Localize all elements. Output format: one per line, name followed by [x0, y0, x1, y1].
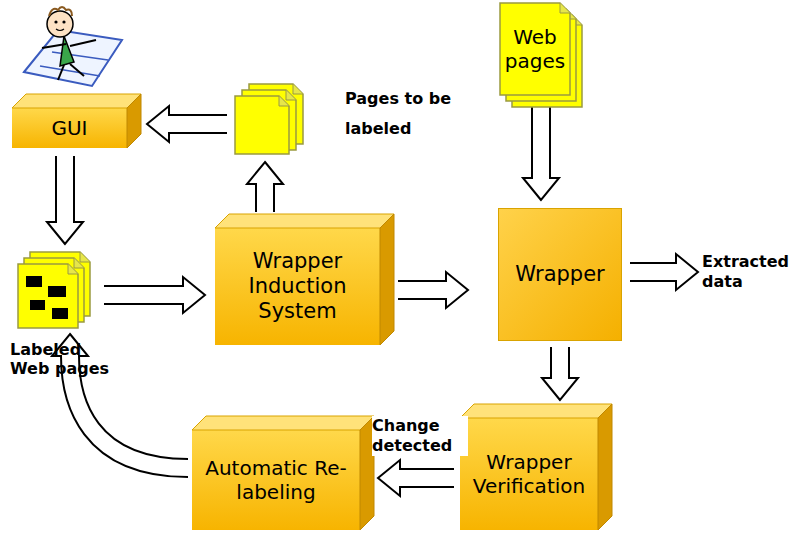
block-arrow [378, 460, 454, 496]
arrow-shaft [257, 181, 273, 212]
eye [62, 20, 65, 23]
page-fold [80, 252, 90, 262]
arrow-shaft [57, 156, 73, 225]
arrow-head [523, 178, 559, 200]
label-mark [48, 286, 66, 297]
block-arrow [398, 272, 468, 308]
arrow-shaft [533, 99, 549, 181]
arrow-head [446, 272, 468, 308]
arrow-head [378, 460, 400, 496]
labeled-page-stack-icon [18, 252, 92, 330]
box-top-face [192, 416, 374, 430]
page-sheet [500, 3, 570, 95]
block-arrow [542, 347, 578, 400]
process-box: Automatic Re-labeling [192, 430, 360, 530]
arrow-head [247, 162, 283, 184]
page-sheet [18, 264, 78, 328]
sheet [24, 30, 122, 86]
output-arrow [629, 254, 698, 290]
arrow-shaft [397, 470, 454, 486]
eye [54, 20, 57, 23]
arrow-shaft [398, 282, 449, 298]
arm [70, 40, 96, 46]
leg [58, 65, 64, 80]
arrow-head [542, 378, 578, 400]
page-fold [286, 90, 296, 100]
process-box: GUI [12, 108, 127, 148]
page-fold [279, 96, 289, 106]
box-side-face [380, 214, 394, 345]
label-mark [30, 300, 45, 310]
arrow-head [676, 254, 698, 290]
page-fold [560, 3, 570, 13]
page-fold [293, 84, 303, 94]
node-text: Wrapper Induction System [215, 249, 380, 325]
arrow-shaft [552, 347, 568, 381]
node-text: Wrapper [509, 262, 611, 287]
sheet-line [40, 66, 100, 76]
arrow-head [147, 106, 169, 142]
node-text: GUI [45, 116, 93, 140]
arrow-shaft [104, 287, 186, 303]
body [60, 36, 74, 66]
process-box: Wrapper Induction System [215, 228, 380, 345]
user-illustration [24, 7, 122, 86]
output-label: Extracted data [702, 252, 798, 292]
box-top-face [12, 94, 141, 108]
process-box: Wrapper Verification [460, 418, 598, 530]
pages-icon-node: Pages to be labeled [235, 84, 485, 156]
edge-label: Change detected [372, 416, 468, 456]
arrow-head [47, 222, 83, 244]
node-text: Labeled Web pages [10, 340, 122, 378]
label-mark [52, 308, 68, 319]
web-pages-stack: Web pages [500, 3, 570, 95]
leg [70, 64, 84, 76]
head [47, 11, 73, 37]
arrow-shaft [166, 116, 227, 132]
label-mark [26, 276, 42, 287]
box-side-face [598, 404, 612, 530]
mouth [56, 29, 64, 31]
page-fold [68, 264, 78, 274]
hair [49, 7, 72, 16]
block-arrow [523, 99, 559, 200]
box-side-face [127, 94, 141, 148]
arrow-shaft [629, 264, 678, 280]
node-text: Web pages [500, 25, 570, 73]
box-top-face [215, 214, 394, 228]
labeled-pages-node: Labeled Web pages [10, 252, 122, 380]
block-arrow [47, 156, 83, 244]
node-text: Automatic Re-labeling [192, 456, 360, 504]
box-top-face [460, 404, 612, 418]
page-sheet [235, 96, 289, 154]
arrow-head [183, 277, 205, 313]
block-arrow [247, 162, 283, 212]
node-text: Pages to be labeled [345, 84, 465, 145]
node-text: Wrapper Verification [460, 450, 598, 498]
page-fold [74, 258, 84, 268]
block-arrow [147, 106, 227, 142]
process-box: Wrapper [498, 208, 622, 341]
arm [42, 44, 66, 48]
page-stack-icon [235, 84, 307, 156]
block-arrow [104, 277, 205, 313]
